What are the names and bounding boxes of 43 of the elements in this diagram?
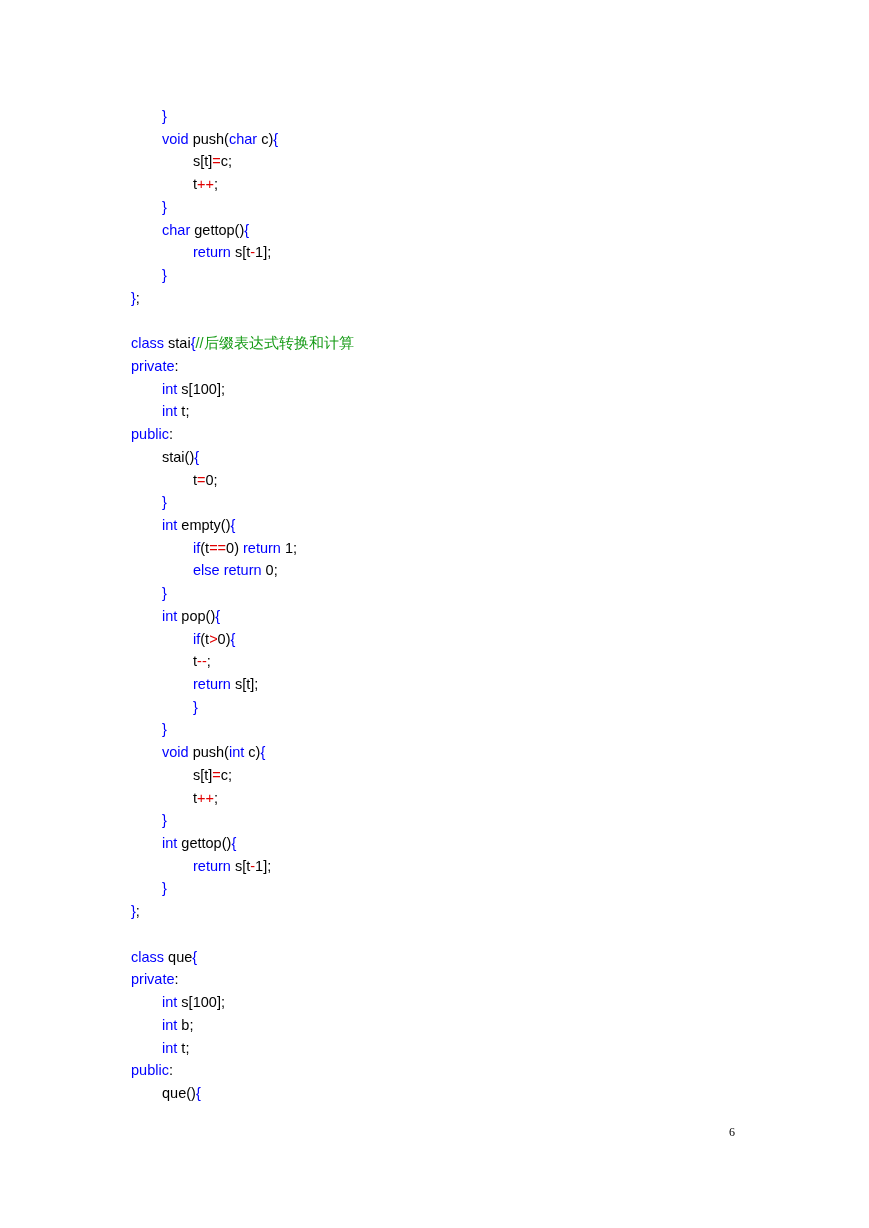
- code-line: return s[t-1];: [193, 243, 272, 262]
- code-line: t=0;: [193, 470, 218, 489]
- code-line: s[t]=c;: [193, 152, 233, 171]
- code-line: class que{: [131, 947, 198, 966]
- code-line: };: [131, 902, 140, 921]
- code-line: int s[100];: [162, 379, 225, 398]
- code-line: return s[t-1];: [193, 856, 272, 875]
- code-line: if(t>0){: [193, 629, 236, 648]
- code-line: };: [131, 288, 140, 307]
- code-line: }: [162, 584, 167, 603]
- code-line: }: [162, 493, 167, 512]
- code-line: char gettop(){: [162, 220, 250, 239]
- code-line: if(t==0) return 1;: [193, 538, 298, 557]
- code-line: private:: [131, 970, 179, 989]
- code-line: }: [162, 197, 167, 216]
- page-number: 6: [729, 1125, 735, 1140]
- code-line: void push(int c){: [162, 743, 266, 762]
- code-line: private:: [131, 356, 179, 375]
- code-line: int empty(){: [162, 515, 236, 534]
- code-line: void push(char c){: [162, 129, 279, 148]
- code-line: int gettop(){: [162, 834, 237, 853]
- code-line: }: [162, 720, 167, 739]
- code-line: return s[t];: [193, 675, 259, 693]
- code-line: s[t]=c;: [193, 765, 233, 784]
- code-line: int t;: [162, 1038, 190, 1057]
- code-line: }: [193, 697, 198, 716]
- code-line: class stai{//后缀表达式转换和计算: [131, 334, 354, 353]
- code-line: que(){: [162, 1083, 201, 1102]
- code-line: }: [162, 879, 167, 898]
- code-line: t--;: [193, 652, 211, 671]
- code-line: else return 0;: [193, 561, 278, 580]
- code-line: }: [162, 811, 167, 830]
- code-line: }: [162, 107, 167, 125]
- code-line: }: [162, 266, 167, 285]
- code-line: public:: [131, 425, 173, 444]
- code-line: int s[100];: [162, 993, 225, 1012]
- code-line: int b;: [162, 1015, 194, 1034]
- code-line: t++;: [193, 175, 218, 194]
- code-line: public:: [131, 1061, 173, 1080]
- code-line: int pop(){: [162, 606, 221, 625]
- code-line: t++;: [193, 788, 218, 807]
- code-line: stai(){: [162, 447, 200, 466]
- code-line: int t;: [162, 402, 190, 421]
